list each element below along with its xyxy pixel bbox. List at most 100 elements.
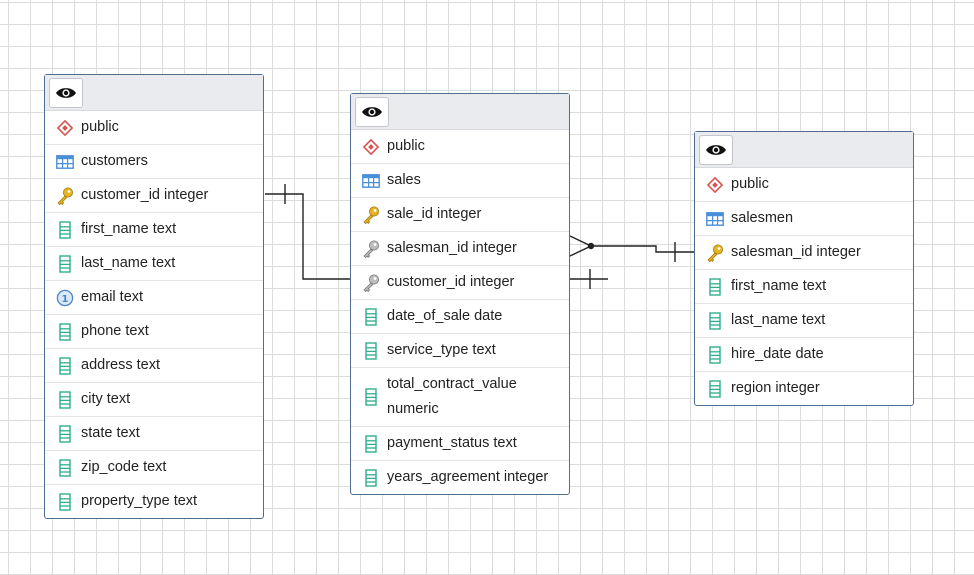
table-name-row: salesmen bbox=[695, 202, 913, 236]
column-label: address text bbox=[81, 357, 160, 373]
table-node-salesmen[interactable]: public salesmen salesman_id integer first_n… bbox=[694, 131, 914, 406]
table-node-customers[interactable]: public customers customer_id integer first_… bbox=[44, 74, 264, 519]
column-row: service_type text bbox=[351, 334, 569, 368]
column-row: first_name text bbox=[45, 213, 263, 247]
table-rows: public salesmen salesman_id integer first_n… bbox=[695, 168, 913, 405]
column-label: hire_date date bbox=[731, 346, 824, 362]
column-label: sale_id integer bbox=[387, 206, 482, 222]
schema-label: public bbox=[731, 176, 769, 192]
column-label: state text bbox=[81, 425, 140, 441]
table-name-label: customers bbox=[81, 153, 148, 169]
table-name-label: sales bbox=[387, 172, 421, 188]
column-label: region integer bbox=[731, 380, 820, 396]
column-label: email text bbox=[81, 289, 144, 305]
schema-label: public bbox=[81, 119, 119, 135]
column-label: last_name text bbox=[731, 312, 826, 328]
eye-icon-button[interactable] bbox=[355, 96, 389, 127]
primary-key-icon bbox=[705, 243, 725, 263]
column-row: phone text bbox=[45, 315, 263, 349]
table-header bbox=[351, 94, 569, 130]
primary-key-icon bbox=[361, 205, 381, 225]
column-icon bbox=[361, 468, 381, 488]
column-label: phone text bbox=[81, 323, 149, 339]
eye-icon-button[interactable] bbox=[699, 134, 733, 165]
table-rows: public sales sale_id integer salesman_id in… bbox=[351, 130, 569, 494]
column-icon bbox=[705, 345, 725, 365]
table-name-row: sales bbox=[351, 164, 569, 198]
column-label: customer_id integer bbox=[81, 187, 209, 203]
column-icon bbox=[361, 387, 381, 407]
table-node-sales[interactable]: public sales sale_id integer salesman_id in… bbox=[350, 93, 570, 495]
column-icon bbox=[705, 311, 725, 331]
foreign-key-icon bbox=[361, 239, 381, 259]
foreign-key-icon bbox=[361, 273, 381, 293]
column-icon bbox=[705, 277, 725, 297]
relationship-line-sales-salesmen bbox=[591, 245, 694, 253]
schema-row: public bbox=[351, 130, 569, 164]
column-label: first_name text bbox=[731, 278, 827, 294]
schema-row: public bbox=[45, 111, 263, 145]
column-row: years_agreement integer bbox=[351, 461, 569, 494]
table-icon bbox=[55, 152, 75, 172]
column-icon bbox=[55, 322, 75, 342]
column-label: customer_id integer bbox=[387, 274, 515, 290]
schema-label: public bbox=[387, 138, 425, 154]
column-row: salesman_id integer bbox=[351, 232, 569, 266]
table-rows: public customers customer_id integer first_… bbox=[45, 111, 263, 518]
table-name-row: customers bbox=[45, 145, 263, 179]
column-label: city text bbox=[81, 391, 131, 407]
eye-icon bbox=[56, 87, 76, 98]
table-header bbox=[695, 132, 913, 168]
column-row: payment_status text bbox=[351, 427, 569, 461]
column-label: property_type text bbox=[81, 493, 198, 509]
column-icon bbox=[705, 379, 725, 399]
column-row: salesman_id integer bbox=[695, 236, 913, 270]
column-label: salesman_id integer bbox=[387, 240, 517, 256]
column-label: service_type text bbox=[387, 342, 496, 358]
column-label: date_of_sale date bbox=[387, 308, 503, 324]
column-row: customer_id integer bbox=[45, 179, 263, 213]
column-icon bbox=[361, 307, 381, 327]
column-row: customer_id integer bbox=[351, 266, 569, 300]
table-name-label: salesmen bbox=[731, 210, 794, 226]
column-icon bbox=[55, 492, 75, 512]
column-row: 1 email text bbox=[45, 281, 263, 315]
column-label: years_agreement integer bbox=[387, 469, 549, 485]
primary-key-icon bbox=[55, 186, 75, 206]
schema-icon bbox=[361, 137, 381, 157]
column-row: hire_date date bbox=[695, 338, 913, 372]
svg-text:1: 1 bbox=[62, 293, 69, 304]
column-label: first_name text bbox=[81, 221, 177, 237]
eye-icon-button[interactable] bbox=[49, 77, 83, 108]
crowfoot-dot bbox=[587, 242, 595, 250]
column-icon bbox=[361, 341, 381, 361]
column-label: payment_status text bbox=[387, 435, 517, 451]
schema-icon bbox=[705, 175, 725, 195]
column-icon bbox=[55, 458, 75, 478]
column-icon bbox=[55, 254, 75, 274]
column-icon bbox=[55, 390, 75, 410]
column-row: first_name text bbox=[695, 270, 913, 304]
column-label: zip_code text bbox=[81, 459, 167, 475]
unique-key-icon: 1 bbox=[55, 288, 75, 308]
column-row: city text bbox=[45, 383, 263, 417]
column-row: state text bbox=[45, 417, 263, 451]
table-icon bbox=[705, 209, 725, 229]
column-label: last_name text bbox=[81, 255, 176, 271]
table-icon bbox=[361, 171, 381, 191]
schema-row: public bbox=[695, 168, 913, 202]
column-icon bbox=[55, 356, 75, 376]
eye-icon bbox=[706, 144, 726, 155]
column-icon bbox=[55, 424, 75, 444]
column-row: zip_code text bbox=[45, 451, 263, 485]
column-row: last_name text bbox=[695, 304, 913, 338]
column-row: last_name text bbox=[45, 247, 263, 281]
eye-icon bbox=[362, 106, 382, 117]
table-header bbox=[45, 75, 263, 111]
column-row: date_of_sale date bbox=[351, 300, 569, 334]
relationship-line-customers-sales bbox=[265, 193, 350, 280]
column-icon bbox=[361, 434, 381, 454]
column-icon bbox=[55, 220, 75, 240]
column-row: total_contract_value numeric bbox=[351, 368, 569, 427]
